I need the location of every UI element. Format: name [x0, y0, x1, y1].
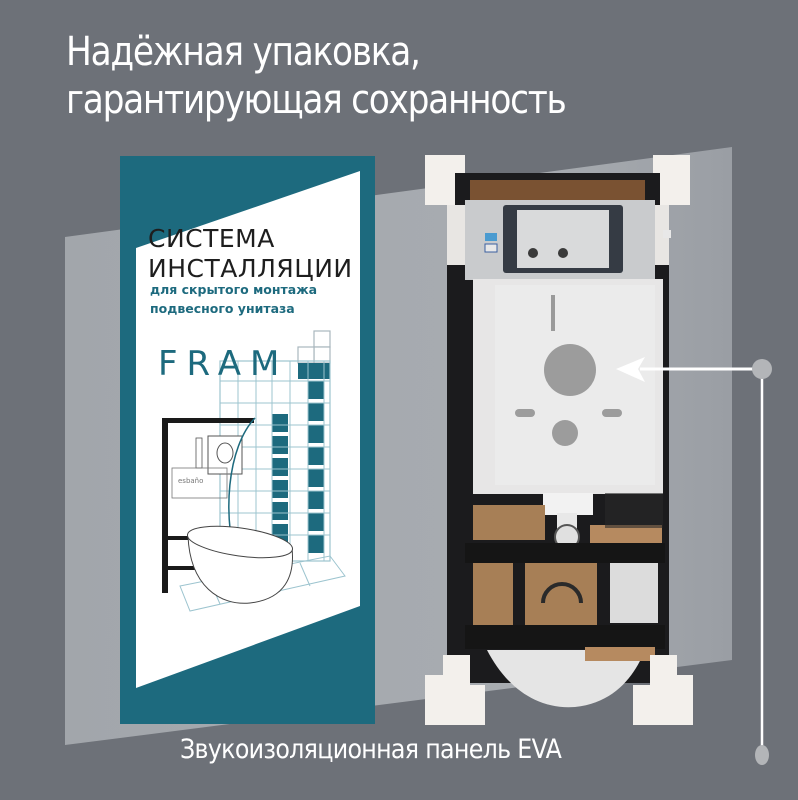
- callout-caption: Звукоизоляционная панель EVA: [180, 734, 562, 765]
- box-title-line-2: ИНСТАЛЛЯЦИИ: [148, 254, 353, 283]
- box-subtitle-line-2: подвесного унитаза: [150, 301, 295, 316]
- headline-line-2: гарантирующая сохранность: [66, 77, 567, 123]
- package-box: esbaño СИСТЕМА ИНСТАЛЛЯЦИИ для скрытого …: [120, 156, 375, 724]
- box-subtitle: для скрытого монтажа подвесного унитаза: [150, 280, 317, 318]
- headline-line-1: Надёжная упаковка,: [66, 29, 421, 75]
- headline: Надёжная упаковка, гарантирующая сохранн…: [66, 28, 567, 124]
- product-photo: [425, 155, 693, 725]
- box-title: СИСТЕМА ИНСТАЛЛЯЦИИ: [148, 224, 353, 284]
- toilet-installation-illustration: esbaño: [162, 330, 346, 612]
- brand-logo: FRAM: [158, 344, 289, 384]
- illustration-brand-label: esbaño: [178, 477, 203, 485]
- box-title-line-1: СИСТЕМА: [148, 224, 275, 253]
- box-subtitle-line-1: для скрытого монтажа: [150, 282, 318, 297]
